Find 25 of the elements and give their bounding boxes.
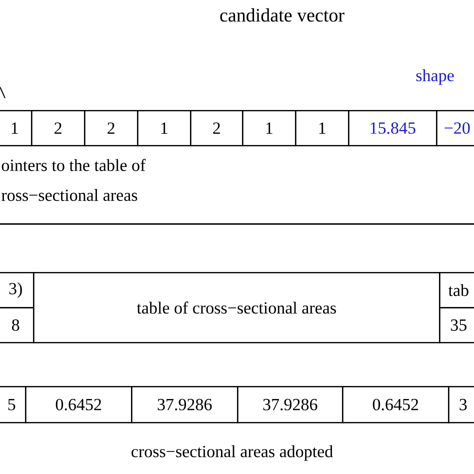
table-cell: 15.845 xyxy=(348,110,438,146)
table-cell: 3 xyxy=(448,386,474,424)
table-cell: 2 xyxy=(31,110,86,146)
table-cell: 3) xyxy=(0,272,34,308)
note: ointers to the table of xyxy=(2,158,146,172)
table-cell: 37.9286 xyxy=(237,386,344,424)
table-cell: table of cross−sectional areas xyxy=(33,272,440,344)
table-cell: 2 xyxy=(84,110,138,146)
note: cross−sectional areas adopted xyxy=(132,445,333,461)
table-cell: −20 xyxy=(436,110,474,146)
heading: shape xyxy=(416,69,454,85)
table-cell: 1 xyxy=(0,110,32,146)
note: ross−sectional areas xyxy=(2,189,138,201)
title: candidate vector xyxy=(220,8,344,22)
table-cell: 0.6452 xyxy=(25,386,132,424)
table-cell: 37.9286 xyxy=(131,386,238,424)
table-cell: 5 xyxy=(0,386,26,424)
table-cell: 1 xyxy=(137,110,192,146)
table-cell: 1 xyxy=(242,110,296,146)
table-cell: tab xyxy=(439,272,474,308)
table-cell: 1 xyxy=(295,110,350,146)
table-cell: 35 xyxy=(439,307,474,344)
table-cell: 0.6452 xyxy=(342,386,450,424)
table-cell: 8 xyxy=(0,307,34,344)
table-cell: 2 xyxy=(190,110,244,146)
